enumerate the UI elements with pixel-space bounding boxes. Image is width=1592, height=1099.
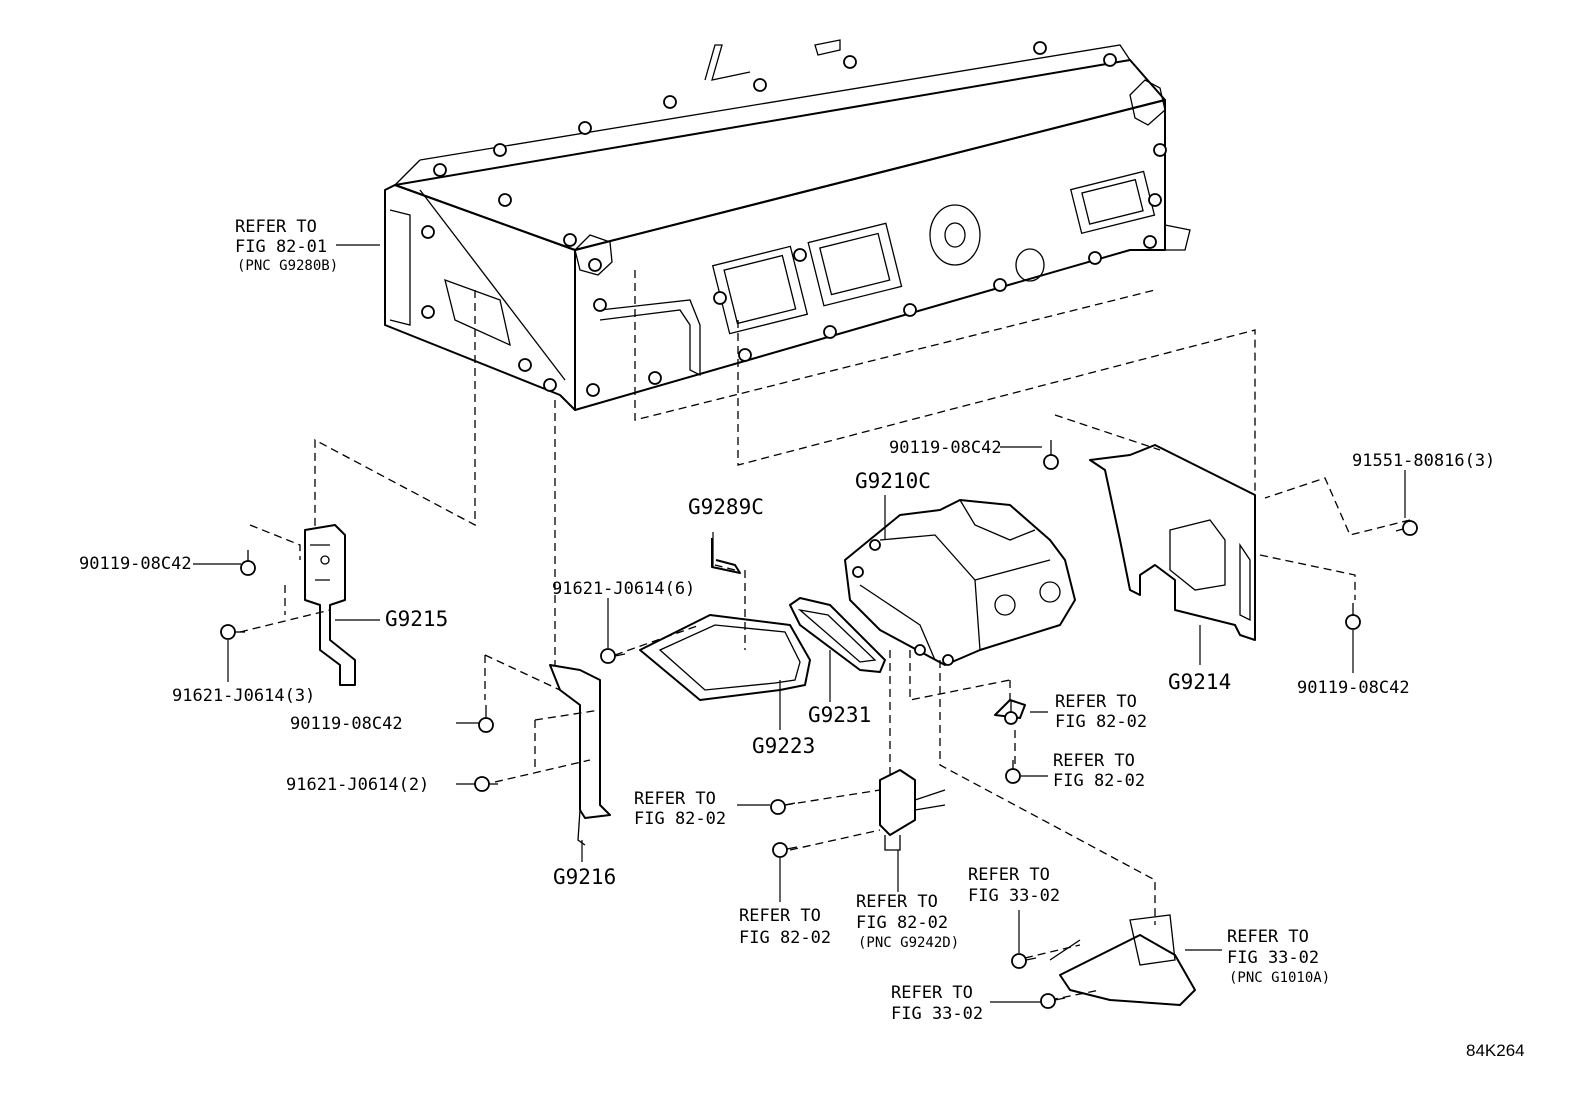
ref-8202-c-line2: FIG 82-02 xyxy=(634,809,726,829)
fastener-bolts xyxy=(220,440,1418,1009)
bolt-ref-33-02-a xyxy=(1011,953,1037,969)
bolt-ref-33-02-b xyxy=(1040,993,1066,1009)
part-label-g9215: G9215 xyxy=(385,607,448,631)
inverter-g9210c xyxy=(844,499,1076,666)
bracket-g9215 xyxy=(304,524,356,686)
cover-g9223 xyxy=(639,614,811,701)
housing-bolts xyxy=(421,41,1167,397)
bolt-ref-82-02-a xyxy=(770,799,796,815)
ref-3302-b-line1: REFER TO xyxy=(891,983,973,1003)
bolt-90119-mid xyxy=(478,705,494,733)
bolt-90119-top xyxy=(1043,440,1059,470)
ref-3302-pnc-line3: (PNC G1010A) xyxy=(1229,970,1330,986)
sensor-g9242d xyxy=(879,769,946,851)
ref-8202-a-line1: REFER TO xyxy=(1055,692,1137,712)
inverter-housing-assembly xyxy=(384,39,1191,411)
fastener-label-91621-2: 91621-J0614(2) xyxy=(286,775,429,795)
cover-plate-g9214 xyxy=(1089,444,1256,641)
bolt-91551 xyxy=(1395,520,1418,536)
ref-8202-d-line1: REFER TO xyxy=(739,906,821,926)
mount-g1010a xyxy=(1049,914,1196,1006)
bolt-ref-82-02-c xyxy=(1004,700,1018,725)
bolt-91621-2 xyxy=(474,776,498,792)
fastener-label-90119-top: 90119-08C42 xyxy=(889,438,1002,458)
bracket-g9216 xyxy=(549,664,611,846)
ref-8202-pnc-line1: REFER TO xyxy=(856,892,938,912)
fastener-label-90119-mid: 90119-08C42 xyxy=(290,714,403,734)
bolt-91621-6 xyxy=(600,648,626,664)
bolt-ref-82-02-b xyxy=(772,842,798,858)
ref-3302-a-line2: FIG 33-02 xyxy=(968,886,1060,906)
part-label-g9223: G9223 xyxy=(752,734,815,758)
fastener-label-90119-right: 90119-08C42 xyxy=(1297,678,1410,698)
part-label-g9289c: G9289C xyxy=(688,495,764,519)
gasket-g9231 xyxy=(789,597,886,673)
fastener-label-91551: 91551-80816(3) xyxy=(1352,451,1495,471)
ref-8202-pnc-line2: FIG 82-02 xyxy=(856,913,948,933)
bolt-90119-right xyxy=(1345,603,1361,630)
gasket-g9289c xyxy=(711,538,741,574)
fastener-label-91621-6: 91621-J0614(6) xyxy=(552,579,695,599)
assembly-dashed-lines xyxy=(239,270,1411,1001)
ref-8201-line1: REFER TO xyxy=(235,217,317,237)
ref-8202-b-line1: REFER TO xyxy=(1053,751,1135,771)
ref-3302-a-line1: REFER TO xyxy=(968,865,1050,885)
bolt-90119-left xyxy=(240,550,256,576)
fastener-label-91621-3: 91621-J0614(3) xyxy=(172,686,315,706)
part-label-g9210c: G9210C xyxy=(855,469,931,493)
ref-8202-c-line1: REFER TO xyxy=(634,789,716,809)
leader-lines xyxy=(193,244,1406,1003)
ref-8202-a-line2: FIG 82-02 xyxy=(1055,712,1147,732)
ref-8201-line2: FIG 82-01 xyxy=(235,237,327,257)
part-label-g9214: G9214 xyxy=(1168,670,1231,694)
ref-8202-d-line2: FIG 82-02 xyxy=(739,928,831,948)
diagram-id: 84K264 xyxy=(1466,1041,1525,1060)
bolt-91621-3 xyxy=(220,624,245,640)
callout-labels: REFER TO FIG 82-01 (PNC G9280B) G9210C G… xyxy=(79,217,1525,1060)
ref-3302-pnc-line2: FIG 33-02 xyxy=(1227,948,1319,968)
part-label-g9231: G9231 xyxy=(808,703,871,727)
ref-3302-b-line2: FIG 33-02 xyxy=(891,1004,983,1024)
ref-8202-b-line2: FIG 82-02 xyxy=(1053,771,1145,791)
part-label-g9216: G9216 xyxy=(553,865,616,889)
fastener-label-90119-left: 90119-08C42 xyxy=(79,554,192,574)
ref-8201-line3: (PNC G9280B) xyxy=(237,258,338,274)
bolt-ref-82-02-d xyxy=(1005,760,1021,784)
ref-3302-pnc-line1: REFER TO xyxy=(1227,927,1309,947)
ref-8202-pnc-line3: (PNC G9242D) xyxy=(858,935,959,951)
